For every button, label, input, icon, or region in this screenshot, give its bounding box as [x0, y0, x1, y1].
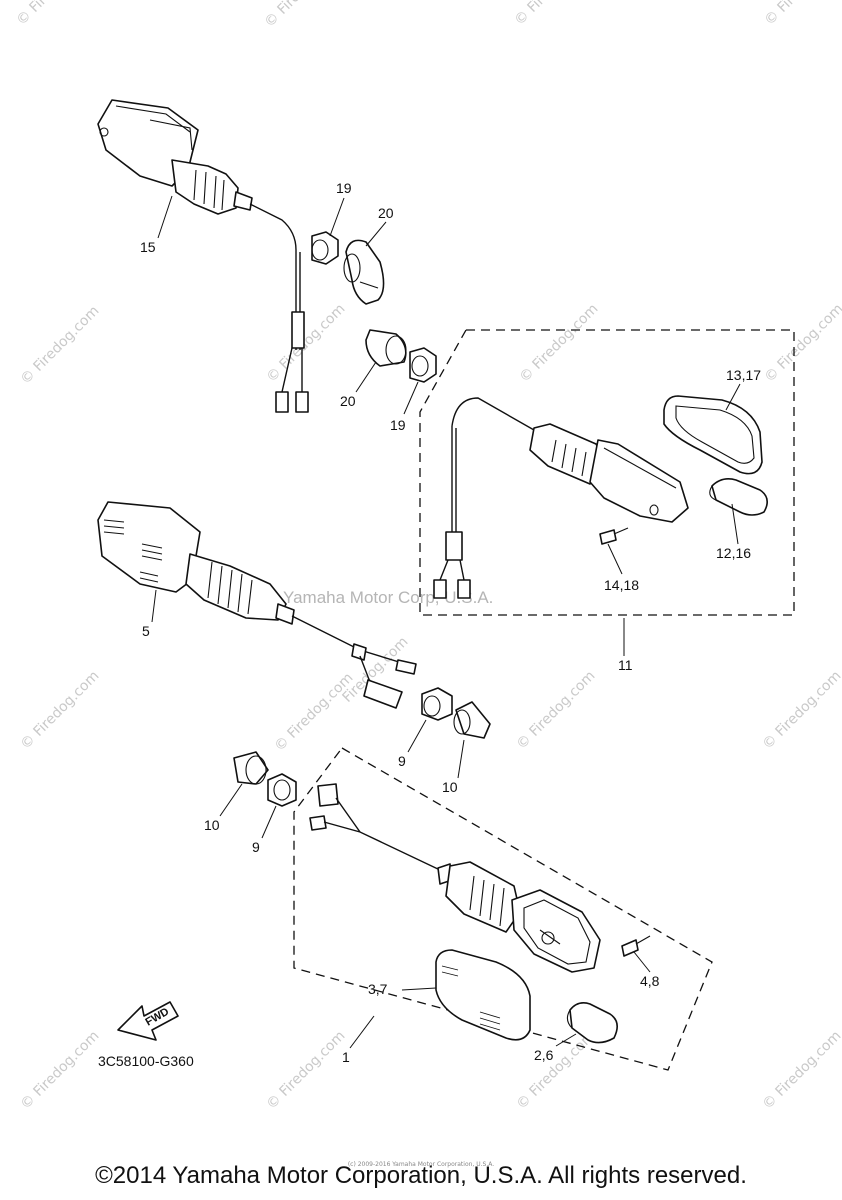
- watermark-text: © Firedog.com: [514, 668, 599, 753]
- watermark-text: © Firedog.com: [18, 1028, 103, 1113]
- watermark-text: © Firedog.com: [18, 303, 103, 388]
- grommet-10-left: [233, 751, 269, 785]
- nut-19-lower: [409, 347, 437, 383]
- callout-5: 5: [142, 623, 150, 639]
- callout-15: 15: [140, 239, 156, 255]
- assembly-11: [419, 329, 795, 616]
- nut-9-left: [267, 773, 297, 807]
- watermark-text: © Firedog.com: [14, 0, 99, 29]
- watermark-text: © Firedog.com: [272, 670, 357, 755]
- diagram-code: 3C58100-G360: [98, 1053, 194, 1069]
- watermark-text: © Firedog.com: [262, 0, 347, 31]
- callout-9-right: 9: [398, 753, 406, 769]
- watermark-text: © Firedog.com: [762, 0, 842, 29]
- callout-13-17: 13,17: [726, 367, 761, 383]
- callout-14-18: 14,18: [604, 577, 639, 593]
- turn-signal-5: [97, 501, 417, 709]
- callout-11: 11: [618, 657, 633, 673]
- callout-19-upper: 19: [336, 180, 352, 196]
- watermark-text: © Firedog.com: [512, 0, 597, 29]
- callout-12-16: 12,16: [716, 545, 751, 561]
- watermark-text: © Firedog.com: [762, 301, 842, 386]
- watermark-text: © Firedog.com: [18, 668, 103, 753]
- assembly-1: [293, 747, 713, 1071]
- footer-copyright: ©2014 Yamaha Motor Corporation, U.S.A. A…: [95, 1162, 747, 1189]
- nut-9-right: [421, 687, 453, 721]
- watermark-text: © Firedog.com: [264, 301, 349, 386]
- callout-3-7: 3,7: [368, 981, 388, 997]
- leader-lines: [151, 195, 741, 1049]
- callout-1: 1: [342, 1049, 350, 1065]
- watermark-text: © Firedog.com: [760, 1028, 842, 1113]
- callout-20-lower: 20: [340, 393, 356, 409]
- grommet-20-lower: [365, 329, 407, 367]
- callout-4-8: 4,8: [640, 973, 660, 989]
- watermark-text: © Firedog.com: [517, 301, 602, 386]
- turn-signal-15: [97, 99, 309, 413]
- nut-19-upper: [311, 231, 339, 265]
- callout-20-upper: 20: [378, 205, 394, 221]
- watermark-text: © Firedog.com: [264, 1028, 349, 1113]
- callout-10-left: 10: [204, 817, 220, 833]
- callout-2-6: 2,6: [534, 1047, 554, 1063]
- grommet-20-upper: [343, 239, 385, 305]
- footer-fine-print: (c) 2009-2016 Yamaha Motor Corporation, …: [347, 1161, 495, 1168]
- watermark-text: © Firedog.com: [760, 668, 842, 753]
- callout-10-right: 10: [442, 779, 458, 795]
- callout-9-left: 9: [252, 839, 260, 855]
- grommet-10-right: [453, 701, 491, 739]
- watermark-text: © Firedog.com: [514, 1028, 599, 1113]
- callouts: 15 19 20 20 19 13,17 12,16 14,18 11 5 9 …: [140, 180, 761, 1065]
- fwd-arrow-icon: FWD: [117, 1001, 179, 1041]
- callout-19-lower: 19: [390, 417, 406, 433]
